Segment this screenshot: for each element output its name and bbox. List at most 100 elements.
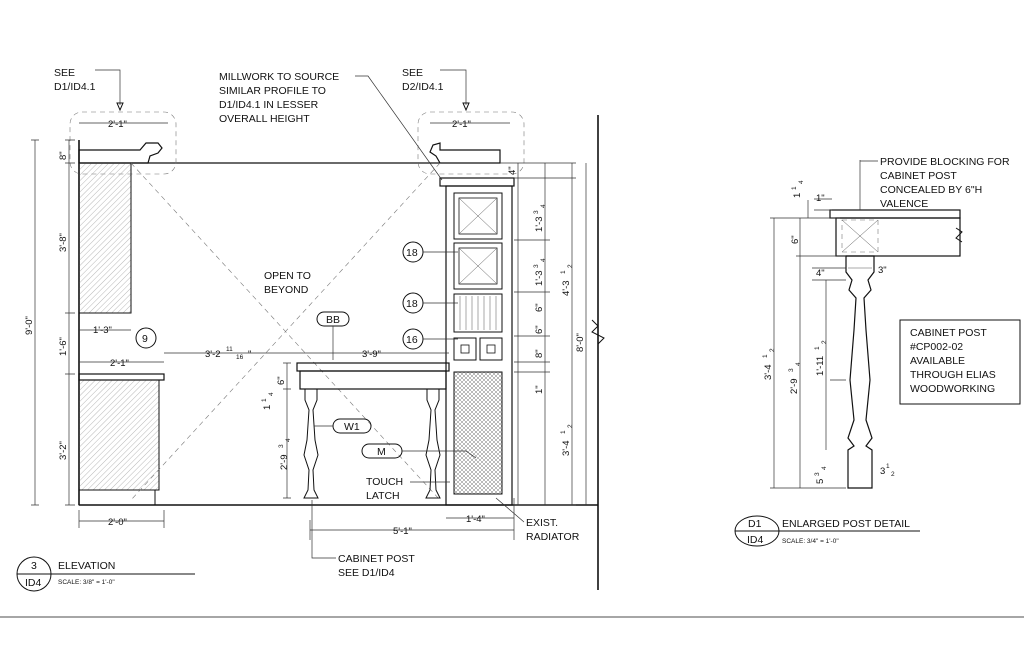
dim-frac-num: 3: [533, 210, 540, 214]
dim-frac-num: 1: [791, 186, 798, 190]
dim-frac-den: 2: [821, 340, 828, 344]
detail-dim-2-9-3-4: 2'-9: [789, 378, 800, 394]
glass-door-upper: [453, 192, 503, 240]
tag-m-label: M: [377, 446, 386, 458]
note-see-d1-1: SEE: [54, 67, 75, 79]
dim-6in-table: 6": [276, 376, 287, 385]
dim-8in-r: 8": [534, 349, 545, 358]
base-toekick: [78, 489, 156, 506]
dim-2-1: 2'-1": [110, 358, 129, 369]
dim-6in-a: 6": [534, 303, 545, 312]
dim-3-2-11-16: 3'-2: [205, 349, 221, 360]
beadboard-panel: [453, 293, 503, 333]
detail-title: ENLARGED POST DETAIL: [782, 518, 910, 530]
dim-1-6: 1'-6": [58, 337, 69, 356]
dim-2-9-3-4: 2'-9: [279, 454, 290, 470]
detail-dim-3in: 3": [878, 265, 887, 276]
dim-frac-den: 4: [821, 466, 828, 470]
note-post-1: CABINET POST: [338, 553, 415, 565]
dim-6in-b: 6": [534, 325, 545, 334]
table-leg-left: [303, 388, 319, 499]
note-cp-2: #CP002-02: [910, 341, 963, 353]
dim-frac-den: 4: [798, 180, 805, 184]
dim-frac-den: 2: [769, 348, 776, 352]
drawer-right: [479, 337, 503, 361]
detail-dim-4in: 4": [816, 268, 825, 279]
dim-3-4-1-2: 3'-4: [561, 440, 572, 456]
detail-view-number: D1: [748, 518, 762, 530]
tag-w1-label: W1: [344, 421, 360, 433]
elev-sheet: ID4: [25, 577, 42, 589]
glass-door-lower: [453, 242, 503, 290]
detail-dim-1in: 1": [816, 193, 825, 204]
dim-1-1-4: 1: [262, 405, 273, 410]
tall-cabinet-body: [445, 185, 513, 506]
radiator-grille: [453, 371, 503, 495]
dim-frac-den: 4: [795, 362, 802, 366]
note-exist-1: EXIST.: [526, 517, 558, 529]
elevation-drawing: 2'-1" 2'-1" 8" 3'-8" 9'-0" 1'-6" 3'-2" 1…: [16, 67, 605, 592]
base-countertop: [78, 373, 165, 381]
note-cp-5: WOODWORKING: [910, 383, 995, 395]
dim-1in: 1": [534, 385, 545, 394]
dim-3-2: 3'-2": [58, 441, 69, 460]
dim-top-right: 2'-1": [452, 119, 471, 130]
note-see-d2-2: D2/ID4.1: [402, 81, 444, 93]
dim-4-3-1-2: 4'-3: [561, 280, 572, 296]
dim-frac-num: 1: [560, 430, 567, 434]
dim-2-0: 2'-0": [108, 517, 127, 528]
dim-frac-den: 4: [268, 392, 275, 396]
tag-bb-label: BB: [326, 314, 340, 326]
dim-frac-num: 3: [278, 444, 285, 448]
dim-frac-num: 3: [788, 368, 795, 372]
detail-dim-3-1-2: 3: [880, 466, 885, 477]
dim-1-4: 1'-4": [466, 514, 485, 525]
dim-frac-den: 16: [236, 354, 244, 361]
note-millwork-4: OVERALL HEIGHT: [219, 113, 310, 125]
note-block-4: VALENCE: [880, 198, 928, 210]
dim-frac-num: 11: [226, 346, 233, 353]
crown-left: [78, 142, 163, 164]
note-millwork-3: D1/ID4.1 IN LESSER: [219, 99, 319, 111]
detail-break: [955, 227, 963, 243]
dim-4in: 4": [507, 166, 518, 175]
note-millwork-2: SIMILAR PROFILE TO: [219, 85, 326, 97]
tag-9: [135, 327, 157, 349]
note-millwork-1: MILLWORK TO SOURCE: [219, 71, 339, 83]
note-cp-1: CABINET POST: [910, 327, 987, 339]
detail-valence: [835, 217, 961, 257]
table-leg-right: [425, 388, 441, 499]
tag-16-label: 16: [406, 334, 418, 346]
dim-3-9: 3'-9": [362, 349, 381, 360]
note-cp-4: THROUGH ELIAS: [910, 369, 996, 381]
detail-post: [845, 255, 875, 489]
detail-dim-1-1-4: 1: [792, 193, 803, 198]
note-cabinet-post-box: [899, 319, 1021, 405]
note-open-1: OPEN TO: [264, 270, 311, 282]
dim-frac-num: 1: [886, 463, 890, 470]
detail-scale: SCALE: 3/4" = 1'-0": [782, 538, 839, 545]
dim-1-3-3-4-a: 1'-3: [534, 216, 545, 232]
dim-3-8: 3'-8": [58, 233, 69, 252]
tall-cabinet-cornice: [439, 177, 515, 187]
detail-dim-6in: 6": [790, 235, 801, 244]
detail-blocking: [841, 219, 879, 253]
dim-8-0: 8'-0": [575, 333, 586, 352]
drawer-left: [453, 337, 477, 361]
dim-8in: 8": [58, 151, 69, 160]
dim-frac-den: 2: [891, 471, 895, 478]
dim-1-3: 1'-3": [93, 325, 112, 336]
crown-right: [429, 142, 501, 164]
dim-frac-num: 1: [762, 354, 769, 358]
dim-frac-num: 1: [261, 398, 268, 402]
note-exist-2: RADIATOR: [526, 531, 580, 543]
tag-18-a-label: 18: [406, 247, 418, 259]
elev-scale: SCALE: 3/8" = 1'-0": [58, 579, 115, 586]
dim-9-0: 9'-0": [24, 316, 35, 335]
dim-5-1: 5'-1": [393, 526, 412, 537]
detail-shelf-board: [829, 209, 961, 219]
dim-frac-num: 1: [560, 270, 567, 274]
callout-box-right: [417, 111, 525, 175]
note-cp-3: AVAILABLE: [910, 355, 965, 367]
